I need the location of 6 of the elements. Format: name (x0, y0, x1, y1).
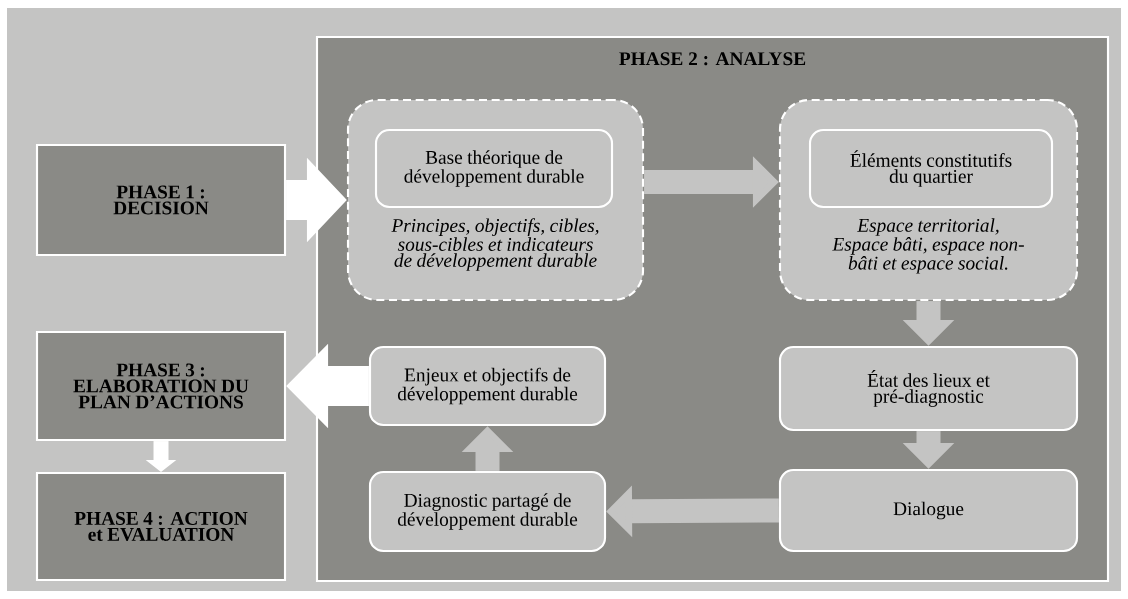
phase-box: PHASE 4 : ACTION et EVALUATION (35, 471, 287, 582)
phase-box: PHASE 1 : DECISION (35, 143, 287, 257)
step-box: Base théorique de développement durable (374, 128, 614, 209)
phase-box: PHASE 3 : ELABORATION DU PLAN D’ACTIONS (35, 330, 287, 442)
step-box: Diagnostic partagé de développement durable (368, 470, 607, 553)
step-box: Éléments constitutifs du quartier (808, 128, 1054, 209)
